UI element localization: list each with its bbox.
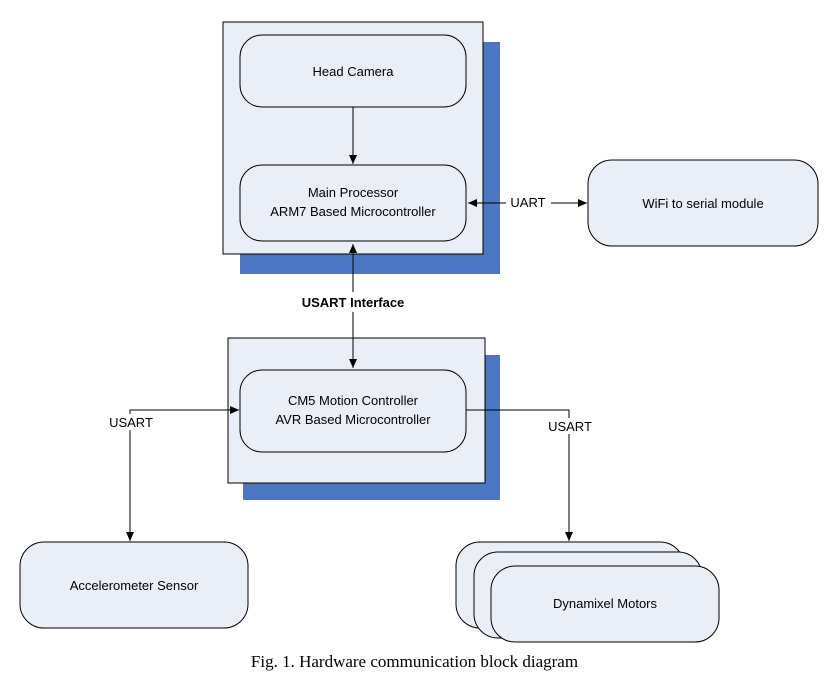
wifi-module-label: WiFi to serial module xyxy=(642,196,763,211)
usart-interface-label: USART Interface xyxy=(302,295,405,310)
head-camera-label: Head Camera xyxy=(313,64,395,79)
dynamixel-label: Dynamixel Motors xyxy=(553,596,658,611)
motion-controller-sublabel: AVR Based Microcontroller xyxy=(275,412,431,427)
usart-left-label: USART xyxy=(109,415,153,430)
wifi-module-box xyxy=(587,159,819,247)
motion-controller-label: CM5 Motion Controller xyxy=(288,393,419,408)
dynamixel-box-front xyxy=(490,565,720,643)
uart-label: UART xyxy=(510,195,545,210)
main-processor-sublabel: ARM7 Based Microcontroller xyxy=(270,204,436,219)
main-processor-label: Main Processor xyxy=(308,185,399,200)
main-processor-box xyxy=(239,164,467,242)
figure-caption: Fig. 1. Hardware communication block dia… xyxy=(250,652,579,671)
motion-controller-box xyxy=(239,369,467,453)
accelerometer-box xyxy=(19,541,249,629)
usart-right-label: USART xyxy=(548,419,592,434)
accelerometer-label: Accelerometer Sensor xyxy=(70,578,199,593)
